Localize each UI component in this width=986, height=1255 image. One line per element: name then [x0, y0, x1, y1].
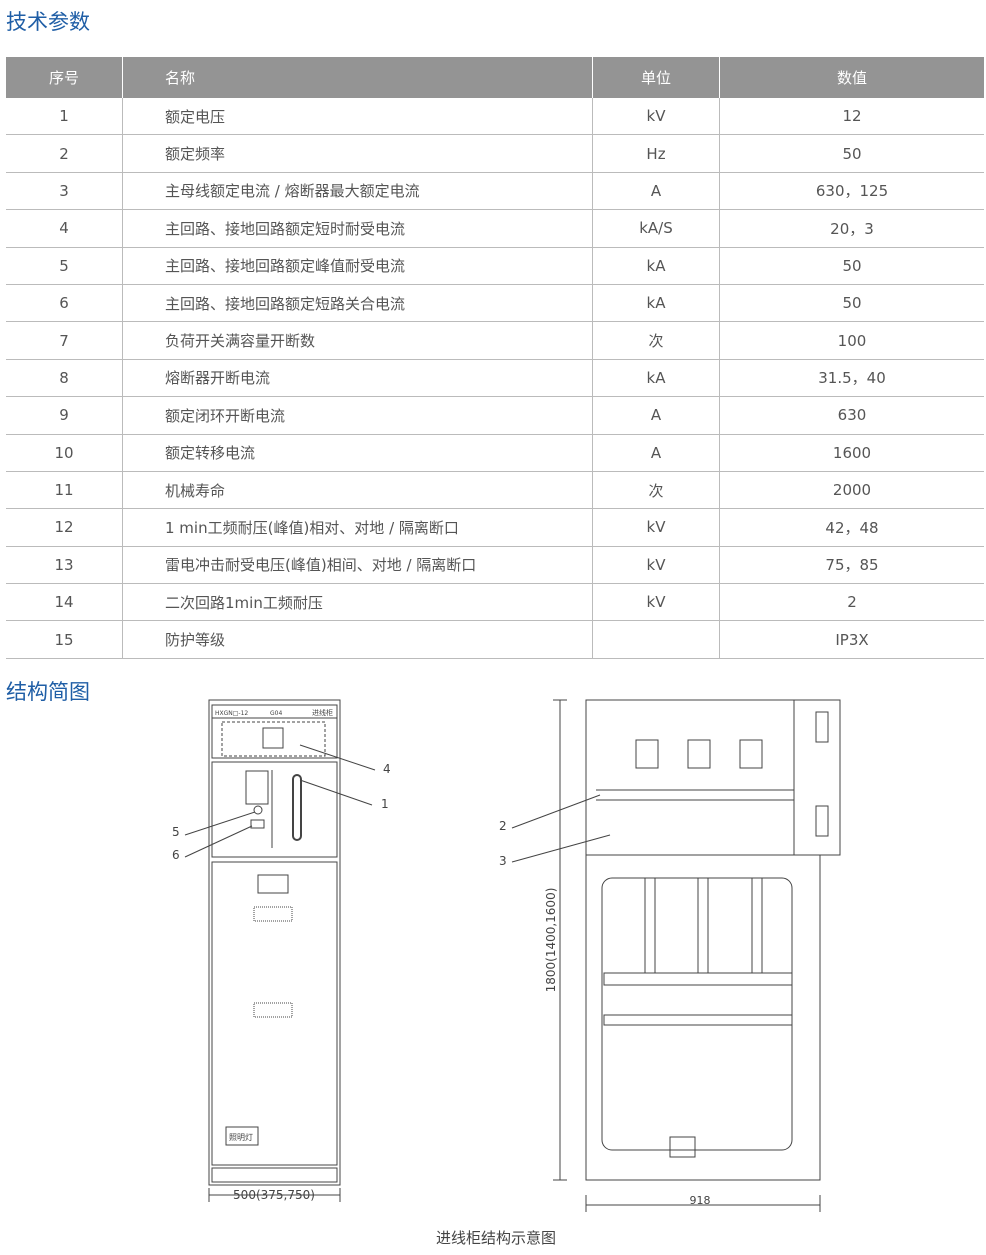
type-label: 进线柜: [312, 708, 333, 717]
cell-unit: Hz: [592, 134, 720, 173]
cell-value: 2: [719, 583, 984, 622]
cell-value: 630，125: [719, 172, 984, 211]
dim-width-left: 500(375,750): [233, 1188, 315, 1202]
col-name: 名称: [122, 57, 593, 98]
cell-name: 负荷开关满容量开断数: [122, 321, 593, 360]
code-label: G04: [270, 710, 282, 717]
cell-unit: 次: [592, 321, 720, 360]
callout: 3: [499, 854, 507, 868]
cell-name: 额定转移电流: [122, 434, 593, 472]
cell-unit: kV: [592, 546, 720, 585]
front-view-cabinet: [184, 699, 376, 1202]
cell-name: 熔断器开断电流: [122, 359, 593, 398]
diagram-caption: 进线柜结构示意图: [435, 1229, 556, 1247]
cell-index: 12: [6, 508, 123, 547]
cell-unit: kV: [592, 98, 720, 136]
cell-unit: kA: [592, 284, 720, 323]
cell-unit: kV: [592, 508, 720, 547]
model-label: HXGN□-12: [215, 710, 248, 717]
cell-unit: kA/S: [592, 209, 720, 248]
cell-index: 13: [6, 546, 123, 585]
cell-name: 额定频率: [122, 134, 593, 173]
cell-name: 主回路、接地回路额定峰值耐受电流: [122, 247, 593, 285]
cell-value: 50: [719, 284, 984, 323]
cell-name: 主回路、接地回路额定短时耐受电流: [122, 209, 593, 248]
callout: 1: [381, 797, 389, 811]
cell-index: 14: [6, 583, 123, 622]
cell-value: 31.5，40: [719, 359, 984, 398]
cell-value: 50: [719, 247, 984, 285]
cell-name: 二次回路1min工频耐压: [122, 583, 593, 622]
cell-value: 630: [719, 396, 984, 435]
cell-name: 1 min工频耐压(峰值)相对、对地 / 隔离断口: [122, 508, 593, 547]
cell-unit: 次: [592, 471, 720, 510]
cell-value: 75，85: [719, 546, 984, 585]
cell-value: 42，48: [719, 508, 984, 547]
cell-index: 10: [6, 434, 123, 472]
lamp-label: 照明灯: [229, 1132, 253, 1142]
side-view-cabinet: [511, 699, 841, 1212]
cell-unit: kA: [592, 359, 720, 398]
cell-index: 11: [6, 471, 123, 510]
cell-index: 8: [6, 359, 123, 398]
cell-name: 机械寿命: [122, 471, 593, 510]
cell-unit: A: [592, 172, 720, 211]
callout: 2: [499, 819, 507, 833]
cell-index: 5: [6, 247, 123, 285]
dim-height: 1800(1400,1600): [544, 888, 558, 993]
cell-name: 雷电冲击耐受电压(峰值)相间、对地 / 隔离断口: [122, 546, 593, 585]
cell-value: 12: [719, 98, 984, 136]
col-unit: 单位: [592, 57, 720, 98]
cell-unit: A: [592, 434, 720, 472]
dim-width-right: 918: [690, 1194, 711, 1207]
col-index: 序号: [6, 57, 123, 98]
cell-name: 额定闭环开断电流: [122, 396, 593, 435]
cell-index: 4: [6, 209, 123, 248]
section-title-structure: 结构简图: [6, 680, 90, 704]
cell-value: 100: [719, 321, 984, 360]
cell-name: 主母线额定电流 / 熔断器最大额定电流: [122, 172, 593, 211]
cell-unit: A: [592, 396, 720, 435]
cell-name: 额定电压: [122, 98, 593, 136]
cell-index: 1: [6, 98, 123, 136]
cell-index: 9: [6, 396, 123, 435]
callout: 4: [383, 762, 391, 776]
cell-value: 20，3: [719, 209, 984, 248]
cell-index: 15: [6, 620, 123, 659]
cell-unit: [592, 620, 720, 659]
callout: 6: [172, 848, 180, 862]
cell-index: 7: [6, 321, 123, 360]
callout: 5: [172, 825, 180, 839]
cell-value: 1600: [719, 434, 984, 472]
cell-unit: kA: [592, 247, 720, 285]
cell-name: 主回路、接地回路额定短路关合电流: [122, 284, 593, 323]
col-value: 数值: [719, 57, 984, 98]
cell-index: 6: [6, 284, 123, 323]
cell-index: 2: [6, 134, 123, 173]
cell-value: 2000: [719, 471, 984, 510]
cell-index: 3: [6, 172, 123, 211]
section-title-specs: 技术参数: [6, 10, 90, 34]
cell-unit: kV: [592, 583, 720, 622]
cell-value: 50: [719, 134, 984, 173]
cell-value: IP3X: [719, 620, 984, 659]
cell-name: 防护等级: [122, 620, 593, 659]
